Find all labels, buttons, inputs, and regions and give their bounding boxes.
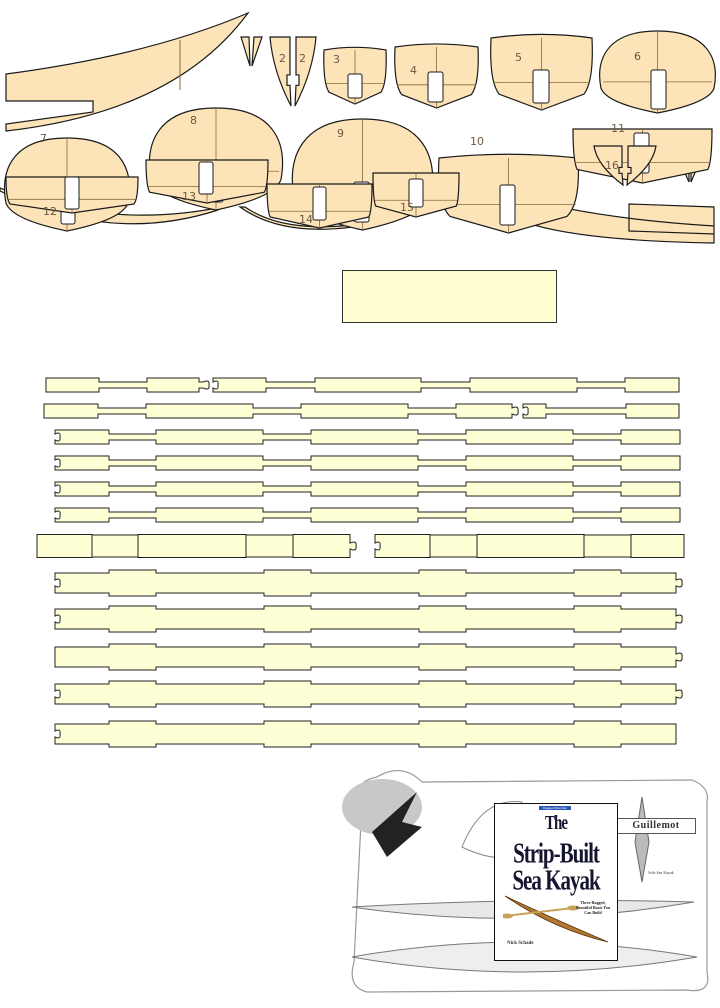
station-label: 6 [634, 50, 641, 63]
strip-piece [54, 680, 683, 708]
station-label: 5 [515, 51, 522, 64]
strip-piece [54, 507, 681, 523]
strip-piece [54, 569, 683, 597]
station-label: 11 [611, 122, 625, 135]
bow-stem-form [5, 11, 250, 132]
station-label: 16 [605, 159, 619, 172]
book-title-line1: The [544, 813, 568, 835]
book-author: Nick Schade [507, 941, 534, 946]
station-label: 15 [400, 201, 414, 214]
station-label: 13 [182, 190, 196, 203]
strip-piece [54, 455, 681, 471]
book-cover[interactable]: Ragged Mountain Press The Strip-Built Se… [494, 803, 618, 961]
strongback-slot [499, 184, 516, 226]
station-label: 7 [40, 132, 47, 145]
station-form [593, 145, 657, 187]
strongback-slot [347, 73, 363, 99]
book-series: Ragged Mountain Press [539, 806, 571, 814]
book-title-line3: Sea Kayak [512, 863, 600, 897]
station-label: 10 [470, 135, 484, 148]
station-label: 3 [333, 53, 340, 66]
strongback-slot [532, 69, 550, 104]
strip-piece [36, 534, 357, 558]
station-label: 2 [279, 52, 286, 65]
note-box [342, 270, 557, 323]
strongback-slot [427, 71, 444, 103]
station-label: 2 [299, 52, 306, 65]
strip-piece [522, 403, 680, 419]
strip-piece [54, 605, 683, 633]
kayak-photo-icon [503, 895, 609, 943]
strongback-slot [312, 186, 327, 221]
guillemot-banner: Guillemot [616, 818, 696, 834]
strongback-slot [64, 176, 80, 210]
book-title-line2: Strip-Built [513, 836, 600, 870]
strip-piece [43, 403, 519, 419]
strip-piece [212, 377, 680, 393]
strongback-slot [650, 69, 667, 110]
strip-tab [429, 534, 632, 558]
strip-piece [374, 534, 685, 558]
book-tagline: Three Rugged, Beautiful Boats You Can Bu… [576, 900, 610, 915]
strip-tab [91, 534, 294, 558]
station-label: 14 [299, 213, 313, 226]
strip-piece [54, 429, 681, 445]
strip-piece [54, 643, 683, 671]
strongback-slot [198, 161, 214, 195]
strongback-slot [408, 178, 424, 208]
station-label: 8 [190, 114, 197, 127]
station-label: 9 [337, 127, 344, 140]
station-label: 12 [43, 205, 57, 218]
strip-piece [54, 481, 681, 497]
strip-piece [45, 377, 210, 393]
station-form [269, 36, 317, 107]
kayaker-logo-icon [372, 792, 422, 857]
station-label: 4 [410, 64, 417, 77]
strip-piece [54, 720, 677, 748]
bow-wedge-form [240, 36, 263, 67]
plan-spec-text: Solo Sea Kayak [648, 870, 674, 875]
